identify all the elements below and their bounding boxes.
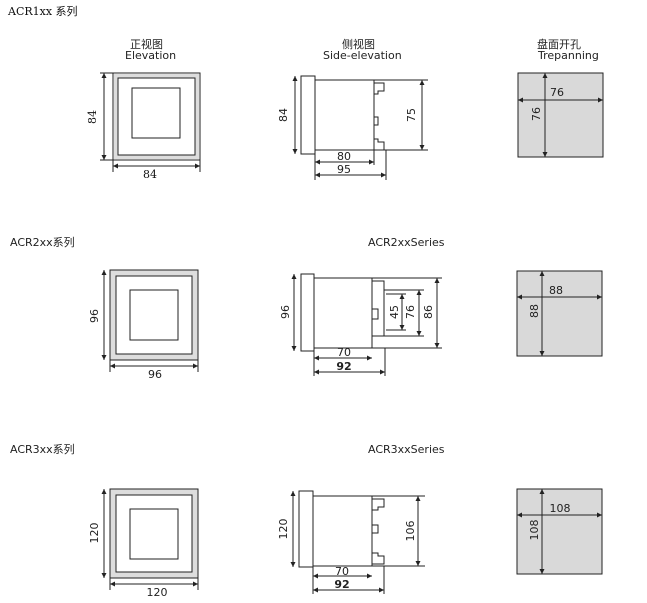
side-height-label: 84	[277, 108, 290, 122]
front-height-label: 120	[88, 523, 101, 544]
side-a-label: 45	[388, 305, 401, 319]
side-height-label: 120	[277, 519, 290, 540]
row-acr1xx: 84 84 84 75 80 95 76 76	[86, 72, 604, 181]
row-acr2xx: 96 96 96 45 76 86 70 92	[88, 269, 603, 381]
header-cut-cn: 盘面开孔	[537, 37, 581, 51]
front-view: 120 120	[88, 488, 199, 599]
side-depth2-label: 92	[336, 360, 351, 373]
side-depth1-label: 70	[335, 565, 349, 578]
side-view: 120 106 70 92	[277, 490, 425, 594]
cut-width-label: 88	[549, 284, 563, 297]
cut-height-label: 108	[528, 520, 541, 541]
side-b-label: 76	[404, 305, 417, 319]
front-view: 96 96	[88, 269, 199, 381]
side-depth2-label: 92	[334, 578, 349, 591]
front-height-label: 96	[88, 309, 101, 323]
side-c-label: 86	[422, 305, 435, 319]
header-side-cn: 侧视图	[342, 37, 375, 51]
series-title-acr3: ACR3xx系列	[10, 442, 75, 456]
series-title-acr2: ACR2xx系列	[10, 235, 75, 249]
front-height-label: 84	[86, 110, 99, 124]
front-view: 84 84	[86, 72, 201, 181]
trepanning-view: 76 76	[517, 72, 604, 158]
header-front-cn: 正视图	[130, 37, 163, 51]
trepanning-view: 88 88	[516, 270, 603, 357]
side-height-label: 96	[279, 305, 292, 319]
cut-width-label: 108	[550, 502, 571, 515]
front-width-label: 84	[143, 168, 157, 181]
side-view: 96 45 76 86 70 92	[279, 273, 442, 376]
header-cut-en: Trepanning	[537, 49, 599, 62]
front-width-label: 120	[147, 586, 168, 599]
side-depth2-label: 95	[337, 163, 351, 176]
side-inner-label: 75	[405, 108, 418, 122]
series-title-acr1: ACR1xx 系列	[7, 4, 78, 18]
series-en-acr2: ACR2xxSeries	[368, 236, 445, 249]
side-depth1-label: 70	[337, 346, 351, 359]
series-en-acr3: ACR3xxSeries	[368, 443, 445, 456]
side-depth1-label: 80	[337, 150, 351, 163]
row-acr3xx: 120 120 120 106 70 92 108 108	[88, 488, 603, 599]
header-front-en: Elevation	[125, 49, 176, 62]
side-view: 84 75 80 95	[277, 75, 428, 180]
cut-width-label: 76	[550, 86, 564, 99]
trepanning-view: 108 108	[516, 488, 603, 575]
cut-height-label: 76	[530, 107, 543, 121]
header-side-en: Side-elevation	[323, 49, 402, 62]
front-width-label: 96	[148, 368, 162, 381]
side-inner-label: 106	[404, 521, 417, 542]
cut-height-label: 88	[528, 304, 541, 318]
